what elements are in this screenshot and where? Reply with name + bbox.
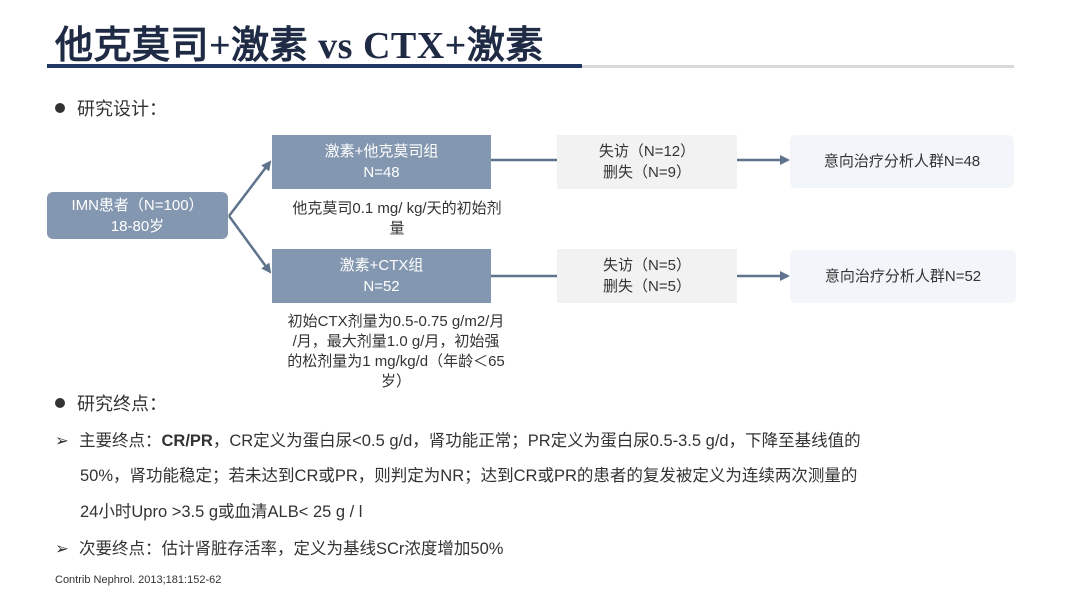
connector-root-arm1 xyxy=(228,160,272,217)
arm2-itt-box: 意向治疗分析人群N=52 xyxy=(790,250,1016,303)
arrowhead-bullet-icon: ➢ xyxy=(55,540,69,558)
primary-endpoint: ➢ 主要终点：CR/PR，CR定义为蛋白尿<0.5 g/d，肾功能正常；PR定义为… xyxy=(55,427,861,451)
arm2-loss-box: 失访（N=5） 删失（N=5） xyxy=(557,249,737,303)
arm1-loss-line2: 删失（N=9） xyxy=(603,164,691,181)
arm2-note-line: /月，最大剂量1.0 g/月，初始强 xyxy=(292,333,500,350)
arm2-itt-text: 意向治疗分析人群N=52 xyxy=(824,268,982,285)
root-box-imn-patients: IMN患者（N=100） 18-80岁 xyxy=(47,192,228,239)
arm2-box-ctx: 激素+CTX组 N=52 xyxy=(272,249,491,303)
arm1-loss-line1: 失访（N=12） xyxy=(598,143,696,160)
arm1-itt-text: 意向治疗分析人群N=48 xyxy=(823,153,981,170)
arrowhead-bullet-icon: ➢ xyxy=(55,432,69,450)
endpoints-heading-text: 研究终点： xyxy=(77,394,167,414)
arm1-box-line2: N=48 xyxy=(363,164,400,181)
bullet-dot-icon xyxy=(55,398,65,409)
title-underline-extension xyxy=(582,65,1014,68)
connector-root-arm2 xyxy=(227,215,272,274)
primary-endpoint-line1: ，CR定义为蛋白尿<0.5 g/d，肾功能正常；PR定义为蛋白尿0.5-3.5 … xyxy=(212,432,861,450)
arm2-note-line: 的松剂量为1 mg/kg/d（年龄＜65 xyxy=(287,353,505,370)
primary-endpoint-line3: 24小时Upro >3.5 g或血清ALB< 25 g / l xyxy=(80,503,363,521)
root-box-line2: 18-80岁 xyxy=(110,217,165,235)
arm1-box-line1: 激素+他克莫司组 xyxy=(324,143,439,160)
arm2-dose-note: 初始CTX剂量为0.5-0.75 g/m2/月 /月，最大剂量1.0 g/月，初… xyxy=(262,312,530,392)
design-heading: 研究设计： xyxy=(55,95,167,121)
secondary-endpoint-label: 次要终点： xyxy=(79,540,162,558)
arm2-note-line: 岁） xyxy=(380,373,411,390)
primary-endpoint-label: 主要终点： xyxy=(79,432,162,450)
arm2-loss-line1: 失访（N=5） xyxy=(603,257,691,274)
arm2-box-line2: N=52 xyxy=(363,278,400,295)
arm2-loss-line2: 删失（N=5） xyxy=(603,278,691,295)
title-underline xyxy=(47,64,582,68)
arm2-note-line: 初始CTX剂量为0.5-0.75 g/m2/月 xyxy=(287,313,505,330)
endpoints-heading: 研究终点： xyxy=(55,390,167,416)
primary-endpoint-bold: CR/PR xyxy=(161,432,213,450)
slide-title: 他克莫司+激素 vs CTX+激素 xyxy=(55,25,544,67)
primary-endpoint-line2: 50%，肾功能稳定；若未达到CR或PR，则判定为NR；达到CR或PR的患者的复发… xyxy=(80,467,858,485)
design-heading-text: 研究设计： xyxy=(77,99,167,119)
root-box-line1: IMN患者（N=100） xyxy=(71,196,204,214)
arm1-box-tacrolimus: 激素+他克莫司组 N=48 xyxy=(272,135,491,189)
bullet-dot-icon xyxy=(55,103,65,114)
arm1-note-line: 他克莫司0.1 mg/ kg/天的初始剂 xyxy=(292,200,502,217)
arm1-loss-box: 失访（N=12） 删失（N=9） xyxy=(557,135,737,189)
arm1-dose-note: 他克莫司0.1 mg/ kg/天的初始剂 量 xyxy=(268,199,526,239)
secondary-endpoint-text: 估计肾脏存活率，定义为基线SCr浓度增加50% xyxy=(161,540,504,558)
arm1-itt-box: 意向治疗分析人群N=48 xyxy=(790,135,1014,188)
arm1-note-line: 量 xyxy=(389,220,405,237)
secondary-endpoint: ➢ 次要终点：估计肾脏存活率，定义为基线SCr浓度增加50% xyxy=(55,535,503,559)
citation: Contrib Nephrol. 2013;181:152-62 xyxy=(55,574,222,586)
arm2-box-line1: 激素+CTX组 xyxy=(339,257,424,274)
